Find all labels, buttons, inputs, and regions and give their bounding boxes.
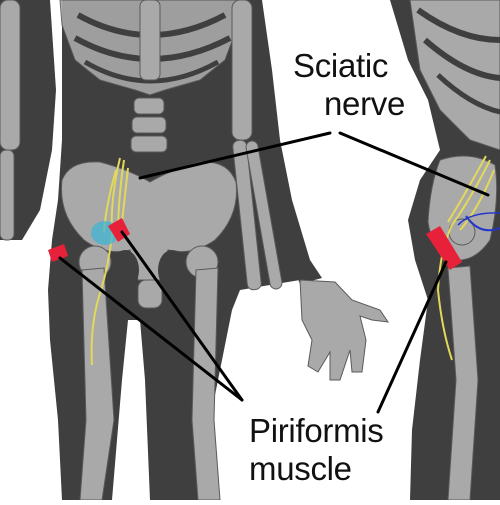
leader-sciatic-side bbox=[338, 131, 490, 197]
side-piriformis-muscle bbox=[426, 226, 462, 270]
piriformis-red-hip bbox=[48, 244, 68, 262]
side-artery-line bbox=[465, 215, 500, 232]
leader-piriformis-front bbox=[120, 230, 244, 402]
hand-bones bbox=[299, 279, 390, 381]
sciatic-label-line1: Sciatic bbox=[293, 47, 389, 84]
sciatic-nerve-label: Sciatic nerve bbox=[293, 47, 405, 123]
leader-lines bbox=[58, 131, 490, 414]
leader-piriformis-hip bbox=[58, 256, 244, 402]
piriformis-label-line2: muscle bbox=[249, 450, 352, 487]
sciatic-label-line2: nerve bbox=[324, 85, 406, 122]
piriformis-muscle-label: Piriformis muscle bbox=[249, 412, 384, 488]
piriformis-label-line1: Piriformis bbox=[249, 412, 384, 449]
front-piriformis-muscle bbox=[48, 218, 130, 262]
side-artery-line-2 bbox=[457, 212, 500, 226]
leader-sciatic-front bbox=[138, 131, 332, 180]
front-skeleton bbox=[0, 0, 283, 501]
leader-piriformis-side bbox=[376, 260, 448, 414]
